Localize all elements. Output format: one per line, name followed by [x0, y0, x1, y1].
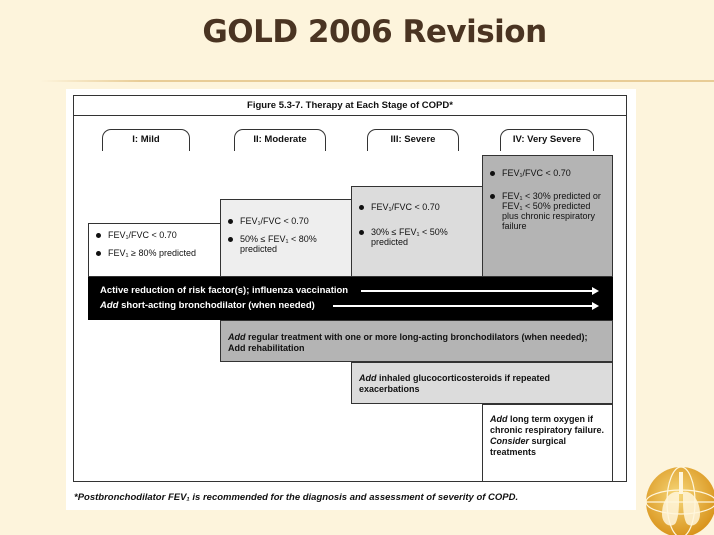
criteria-item: FEV₁ ≥ 80% predicted [95, 248, 214, 258]
criteria-item: FEV₁ < 30% predicted or FEV₁ < 50% predi… [489, 191, 606, 231]
criteria-box-mild: FEV₁/FVC < 0.70 FEV₁ ≥ 80% predicted [88, 223, 221, 277]
criteria-item: 50% ≤ FEV₁ < 80% predicted [227, 234, 345, 254]
treatment-box-long-acting: Add regular treatment with one or more l… [220, 320, 613, 362]
criteria-box-moderate: FEV₁/FVC < 0.70 50% ≤ FEV₁ < 80% predict… [220, 199, 352, 277]
arrow-right-icon [361, 287, 599, 295]
figure-footnote: *Postbronchodilator FEV₁ is recommended … [74, 492, 519, 503]
figure-caption: Figure 5.3-7. Therapy at Each Stage of C… [74, 96, 626, 116]
treatment-box-oxygen: Add long term oxygen if chronic respirat… [482, 404, 613, 482]
criteria-item: FEV₁/FVC < 0.70 [227, 216, 345, 226]
arrow-right-icon [333, 302, 599, 310]
title-divider [40, 80, 714, 82]
criteria-box-very-severe: FEV₁/FVC < 0.70 FEV₁ < 30% predicted or … [482, 155, 613, 277]
criteria-item: FEV₁/FVC < 0.70 [358, 202, 476, 212]
treatment-band: Active reduction of risk factor(s); infl… [88, 277, 613, 320]
band-line-bronchodilator: Add short-acting bronchodilator (when ne… [100, 300, 315, 311]
criteria-box-severe: FEV₁/FVC < 0.70 30% ≤ FEV₁ < 50% predict… [351, 186, 483, 277]
stage-label-very-severe: IV: Very Severe [500, 129, 594, 151]
band-line-risk-reduction: Active reduction of risk factor(s); infl… [100, 285, 349, 296]
stage-label-mild: I: Mild [102, 129, 190, 151]
criteria-item: FEV₁/FVC < 0.70 [489, 168, 606, 178]
slide-title: GOLD 2006 Revision [202, 14, 547, 50]
figure-panel: Figure 5.3-7. Therapy at Each Stage of C… [66, 89, 636, 510]
stage-label-severe: III: Severe [367, 129, 459, 151]
criteria-item: FEV₁/FVC < 0.70 [95, 230, 214, 240]
treatment-box-glucocorticosteroids: Add inhaled glucocorticosteroids if repe… [351, 362, 613, 404]
gold-globe-lungs-icon [645, 466, 714, 535]
criteria-item: 30% ≤ FEV₁ < 50% predicted [358, 227, 476, 247]
stage-label-moderate: II: Moderate [234, 129, 326, 151]
figure-frame [73, 95, 627, 482]
